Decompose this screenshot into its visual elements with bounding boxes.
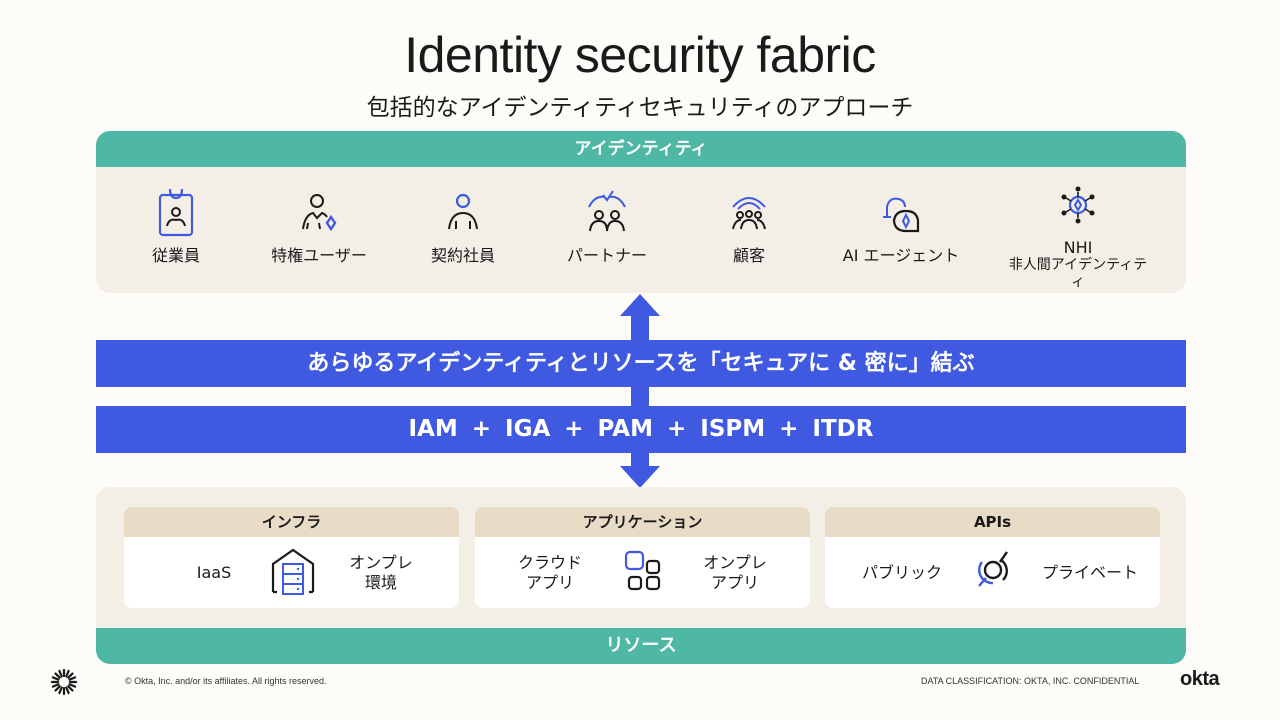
connect-band: あらゆるアイデンティティとリソースを「セキュアに & 密に」結ぶ bbox=[96, 340, 1186, 387]
identity-label: 顧客 bbox=[732, 246, 765, 265]
identity-label: AI エージェント bbox=[842, 246, 960, 265]
identity-label: 従業員 bbox=[151, 246, 200, 265]
identity-label: パートナー bbox=[566, 246, 647, 265]
nhi-icon bbox=[1061, 186, 1095, 224]
identity-item-nhi: NHI 非人間アイデンティティ bbox=[1003, 185, 1153, 291]
card-left-text: IaaS bbox=[196, 562, 232, 582]
identity-item-contractor: 契約社員 bbox=[388, 185, 538, 265]
card-title: APIs bbox=[825, 507, 1160, 537]
card-left-text: クラウド アプリ bbox=[517, 552, 582, 592]
card-title: アプリケーション bbox=[475, 507, 810, 537]
identity-list: 従業員 特権ユーザー 契約社員 bbox=[96, 185, 1186, 293]
identity-item-customer: 顧客 bbox=[674, 185, 824, 265]
data-classification-text: DATA CLASSIFICATION: OKTA, INC. CONFIDEN… bbox=[921, 676, 1140, 686]
identity-label: NHI bbox=[1063, 238, 1093, 257]
identity-item-partner: パートナー bbox=[532, 185, 682, 265]
partner-icon bbox=[588, 190, 626, 232]
slide-title: Identity security fabric bbox=[404, 27, 876, 83]
identity-panel: アイデンティティ 従業員 特権ユーザー bbox=[96, 131, 1186, 293]
resource-card-apps: アプリケーション クラウド アプリ オンプレ アプリ bbox=[475, 507, 810, 608]
identity-item-employee: 従業員 bbox=[101, 185, 251, 265]
arrow-down-icon bbox=[620, 466, 660, 488]
identity-item-ai-agent: AI エージェント bbox=[826, 185, 976, 265]
card-left-text: パブリック bbox=[861, 562, 942, 582]
identity-sublabel: 非人間アイデンティティ bbox=[1008, 257, 1148, 290]
employee-badge-icon bbox=[158, 188, 194, 237]
resource-card-infra: インフラ IaaS オンプレ 環境 bbox=[124, 507, 459, 608]
resources-panel: インフラ IaaS オンプレ 環境 アプリケーション クラウド アプリ bbox=[96, 487, 1186, 664]
ai-agent-icon bbox=[883, 197, 920, 233]
slide-subtitle: 包括的なアイデンティティセキュリティのアプローチ bbox=[366, 95, 914, 121]
resource-card-apis: APIs パブリック プライベート bbox=[825, 507, 1160, 608]
products-band: IAM + IGA + PAM + ISPM + ITDR bbox=[96, 406, 1186, 453]
identity-heading: アイデンティティ bbox=[96, 131, 1186, 167]
okta-logo: okta bbox=[1180, 668, 1220, 690]
api-target-icon bbox=[977, 551, 1008, 587]
server-building-icon bbox=[271, 548, 314, 595]
identity-item-privileged-user: 特権ユーザー bbox=[244, 185, 394, 265]
copyright-text: © Okta, Inc. and/or its affiliates. All … bbox=[125, 676, 327, 686]
identity-label: 契約社員 bbox=[430, 246, 495, 265]
app-grid-icon bbox=[624, 550, 660, 591]
contractor-icon bbox=[448, 193, 478, 230]
identity-label: 特権ユーザー bbox=[271, 246, 367, 265]
okta-sunburst-icon bbox=[50, 668, 78, 696]
card-right-text: プライベート bbox=[1041, 562, 1138, 582]
card-right-text: オンプレ アプリ bbox=[703, 552, 767, 592]
privileged-user-icon bbox=[302, 194, 337, 232]
card-title: インフラ bbox=[124, 507, 459, 537]
card-right-text: オンプレ 環境 bbox=[349, 552, 413, 592]
customer-icon bbox=[732, 197, 766, 230]
resources-heading: リソース bbox=[96, 628, 1186, 664]
